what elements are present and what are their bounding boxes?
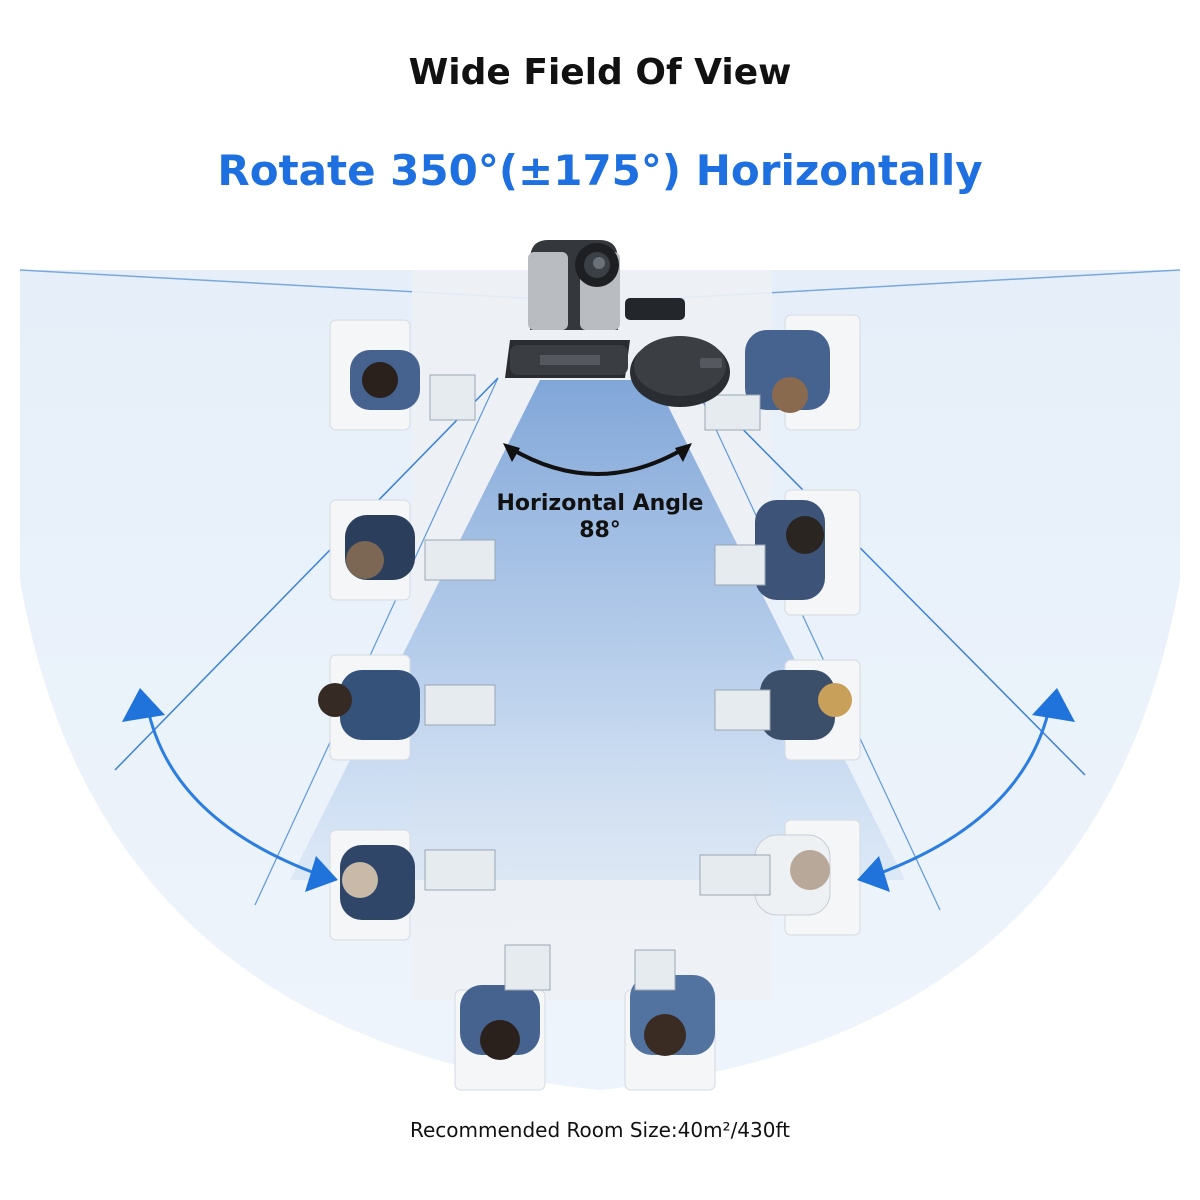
- speakerphone-icon: [625, 298, 730, 407]
- rotation-arrow-left-icon: [122, 688, 338, 892]
- people-right: [745, 314, 861, 936]
- ptz-camera-icon: [505, 240, 630, 378]
- rotation-arrow-right-icon: [857, 688, 1075, 892]
- horizontal-angle-value: 88°: [579, 518, 621, 543]
- left-view-line-1: [114, 377, 499, 771]
- horizontal-angle-title: Horizontal Angle: [496, 491, 704, 516]
- people-bottom: [454, 975, 716, 1091]
- horizontal-angle-label: Horizontal Angle 88°: [450, 490, 750, 544]
- page-title: Wide Field Of View: [408, 52, 792, 93]
- right-view-line-1: [691, 377, 1086, 776]
- right-view-line-2: [691, 377, 941, 911]
- horizontal-angle-arrow-icon: [503, 443, 692, 476]
- rotation-heading: Rotate 350°(±175°) Horizontally: [217, 146, 983, 195]
- laptops: [424, 374, 771, 991]
- horizontal-angle-beam: [290, 380, 905, 880]
- person-icon: [318, 350, 420, 920]
- room-size-note: Recommended Room Size:40m²/430ft: [409, 1118, 791, 1142]
- left-view-line-2: [254, 377, 499, 906]
